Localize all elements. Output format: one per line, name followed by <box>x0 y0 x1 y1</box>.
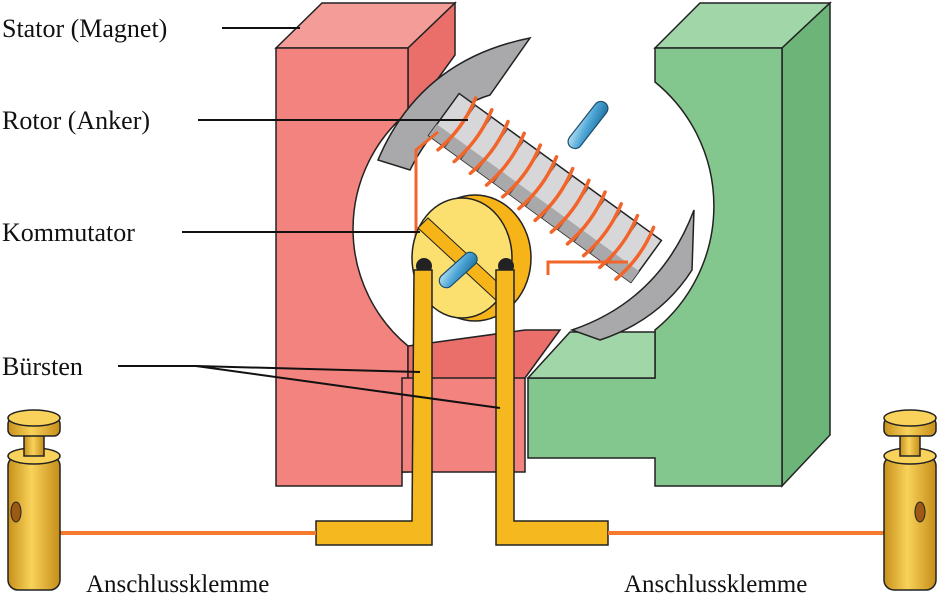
shaft-upper <box>567 100 609 150</box>
brushes <box>315 269 609 546</box>
label-klemme-links: Anschlussklemme <box>86 571 269 598</box>
armature-coil <box>436 96 656 281</box>
label-kommutator: Kommutator <box>2 218 135 247</box>
label-klemme-rechts: Anschlussklemme <box>624 571 807 598</box>
stator-right-front-face <box>527 47 783 487</box>
brush-right <box>495 269 609 546</box>
stator-left-front-face <box>275 47 409 487</box>
terminal-right-hole <box>914 501 926 523</box>
pole-shoe-lower <box>569 209 695 341</box>
terminal-left <box>7 409 61 591</box>
stator-right-side-face <box>781 1 831 488</box>
coil-lead-lower <box>546 260 628 275</box>
leader-buersten-3 <box>195 365 501 409</box>
stator-right <box>526 1 832 488</box>
stator-right-lower-top <box>526 331 656 379</box>
terminal-left-hole <box>10 501 22 523</box>
terminal-right <box>883 409 937 591</box>
leader-lines <box>118 27 501 409</box>
brush-left <box>315 269 433 546</box>
label-buersten: Bürsten <box>2 352 83 381</box>
rotor-armature <box>376 36 695 380</box>
shaft-lower <box>438 251 478 289</box>
leader-buersten-2 <box>195 365 421 373</box>
label-stator: Stator (Magnet) <box>2 14 167 43</box>
label-rotor: Rotor (Anker) <box>2 106 150 135</box>
